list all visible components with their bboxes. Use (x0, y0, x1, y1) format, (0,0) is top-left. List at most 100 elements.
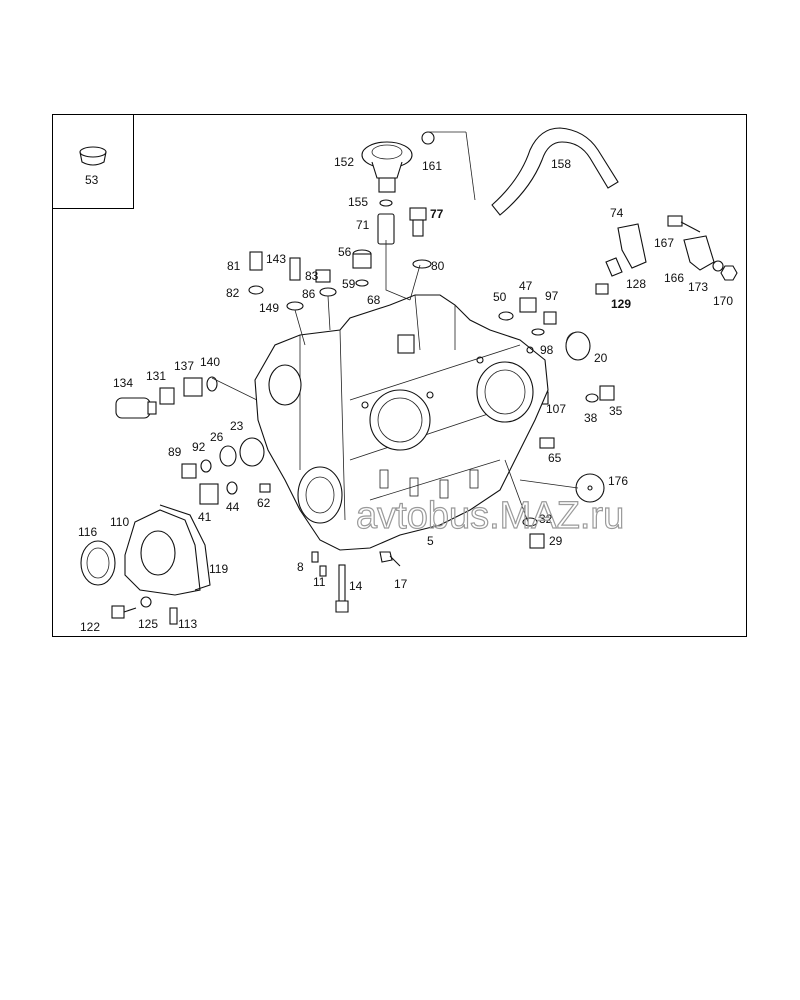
callout-labels: 53 152 161 158 155 71 77 74 167 81 143 8… (78, 155, 733, 634)
label-140: 140 (200, 355, 220, 369)
label-134: 134 (113, 376, 133, 390)
label-29: 29 (549, 534, 563, 548)
label-17: 17 (394, 577, 408, 591)
part-71-pipe (377, 213, 395, 245)
label-125: 125 (138, 617, 158, 631)
part-59-washer (355, 279, 369, 287)
part-97-plug (543, 311, 557, 325)
label-14: 14 (349, 579, 363, 593)
part-32-washer (522, 517, 538, 527)
label-116: 116 (78, 525, 97, 539)
part-65-sleeve (539, 437, 555, 449)
label-62: 62 (257, 496, 271, 510)
part-92-washer (200, 459, 212, 473)
part-167-bolt (667, 215, 701, 233)
part-5-engine-block (254, 294, 549, 551)
part-41-plug (199, 483, 219, 505)
part-173-washer (712, 260, 724, 272)
label-11: 11 (313, 575, 326, 589)
part-128-clip (605, 257, 623, 277)
label-113: 113 (178, 617, 197, 631)
part-155-washer (379, 199, 393, 207)
label-41: 41 (198, 510, 212, 524)
part-113-stud (169, 607, 178, 625)
part-17-bolt (379, 551, 401, 567)
label-50: 50 (493, 290, 507, 304)
part-170-nut (720, 265, 738, 281)
label-122: 122 (80, 620, 100, 634)
part-125-washer (140, 596, 152, 608)
part-50-washer (498, 311, 514, 321)
part-74-bracket (617, 223, 647, 269)
diagram-frame (52, 114, 747, 637)
part-122-bolt (111, 605, 137, 619)
part-116-seal-ring (80, 540, 116, 586)
label-166: 166 (664, 271, 684, 285)
label-59: 59 (342, 277, 356, 291)
part-82-washer (248, 285, 264, 295)
part-134-sensor (115, 397, 157, 419)
label-98: 98 (540, 343, 554, 357)
label-35: 35 (609, 404, 623, 418)
label-158: 158 (551, 157, 571, 171)
label-5: 5 (427, 534, 434, 548)
part-131-plug (159, 387, 175, 405)
part-140-washer (206, 376, 218, 392)
label-56: 56 (338, 245, 352, 259)
part-26-washer (219, 445, 237, 467)
part-98-washer (531, 328, 545, 336)
label-137: 137 (174, 359, 194, 373)
label-128: 128 (626, 277, 646, 291)
label-20: 20 (594, 351, 608, 365)
label-80: 80 (431, 259, 445, 273)
part-23-seal (239, 437, 265, 467)
inset-box (52, 114, 134, 209)
label-131: 131 (146, 369, 166, 383)
label-152: 152 (334, 155, 354, 169)
part-62-pin (259, 483, 271, 493)
label-89: 89 (168, 445, 182, 459)
part-53-cap (79, 146, 107, 166)
label-107: 107 (546, 402, 566, 416)
part-152-filler (361, 141, 413, 193)
part-83-plug (315, 269, 331, 283)
part-8-pin (311, 551, 319, 563)
label-68: 68 (367, 293, 381, 307)
label-23: 23 (230, 419, 244, 433)
label-97: 97 (545, 289, 559, 303)
label-86: 86 (302, 287, 316, 301)
label-53: 53 (85, 173, 99, 187)
label-81: 81 (227, 259, 241, 273)
label-8: 8 (297, 560, 304, 574)
part-44-washer (226, 481, 238, 495)
label-92: 92 (192, 440, 206, 454)
part-29-plug (529, 533, 545, 549)
label-170: 170 (713, 294, 733, 308)
part-81-sensor (249, 251, 263, 271)
part-80-washer (412, 259, 432, 269)
label-77: 77 (430, 207, 444, 221)
label-176: 176 (608, 474, 628, 488)
part-47-plug (519, 297, 537, 313)
part-143-sensor (289, 257, 301, 281)
label-161: 161 (422, 159, 442, 173)
label-149: 149 (259, 301, 279, 315)
part-86-washer (319, 287, 337, 297)
label-83: 83 (305, 269, 319, 283)
part-119-gasket (159, 504, 211, 591)
watermark: avtobus.MAZ.ru (356, 495, 624, 537)
part-56-plug (352, 249, 372, 269)
label-32: 32 (539, 512, 553, 526)
label-173: 173 (688, 280, 708, 294)
part-77-fitting (409, 207, 427, 237)
label-44: 44 (226, 500, 240, 514)
part-35-plug (599, 385, 615, 401)
label-82: 82 (226, 286, 240, 300)
part-14-bolt (335, 564, 349, 613)
part-149-washer (286, 301, 304, 311)
part-161-clamp (421, 131, 435, 145)
label-129: 129 (611, 297, 631, 311)
part-20-sleeve (565, 331, 591, 361)
label-71: 71 (356, 218, 370, 232)
